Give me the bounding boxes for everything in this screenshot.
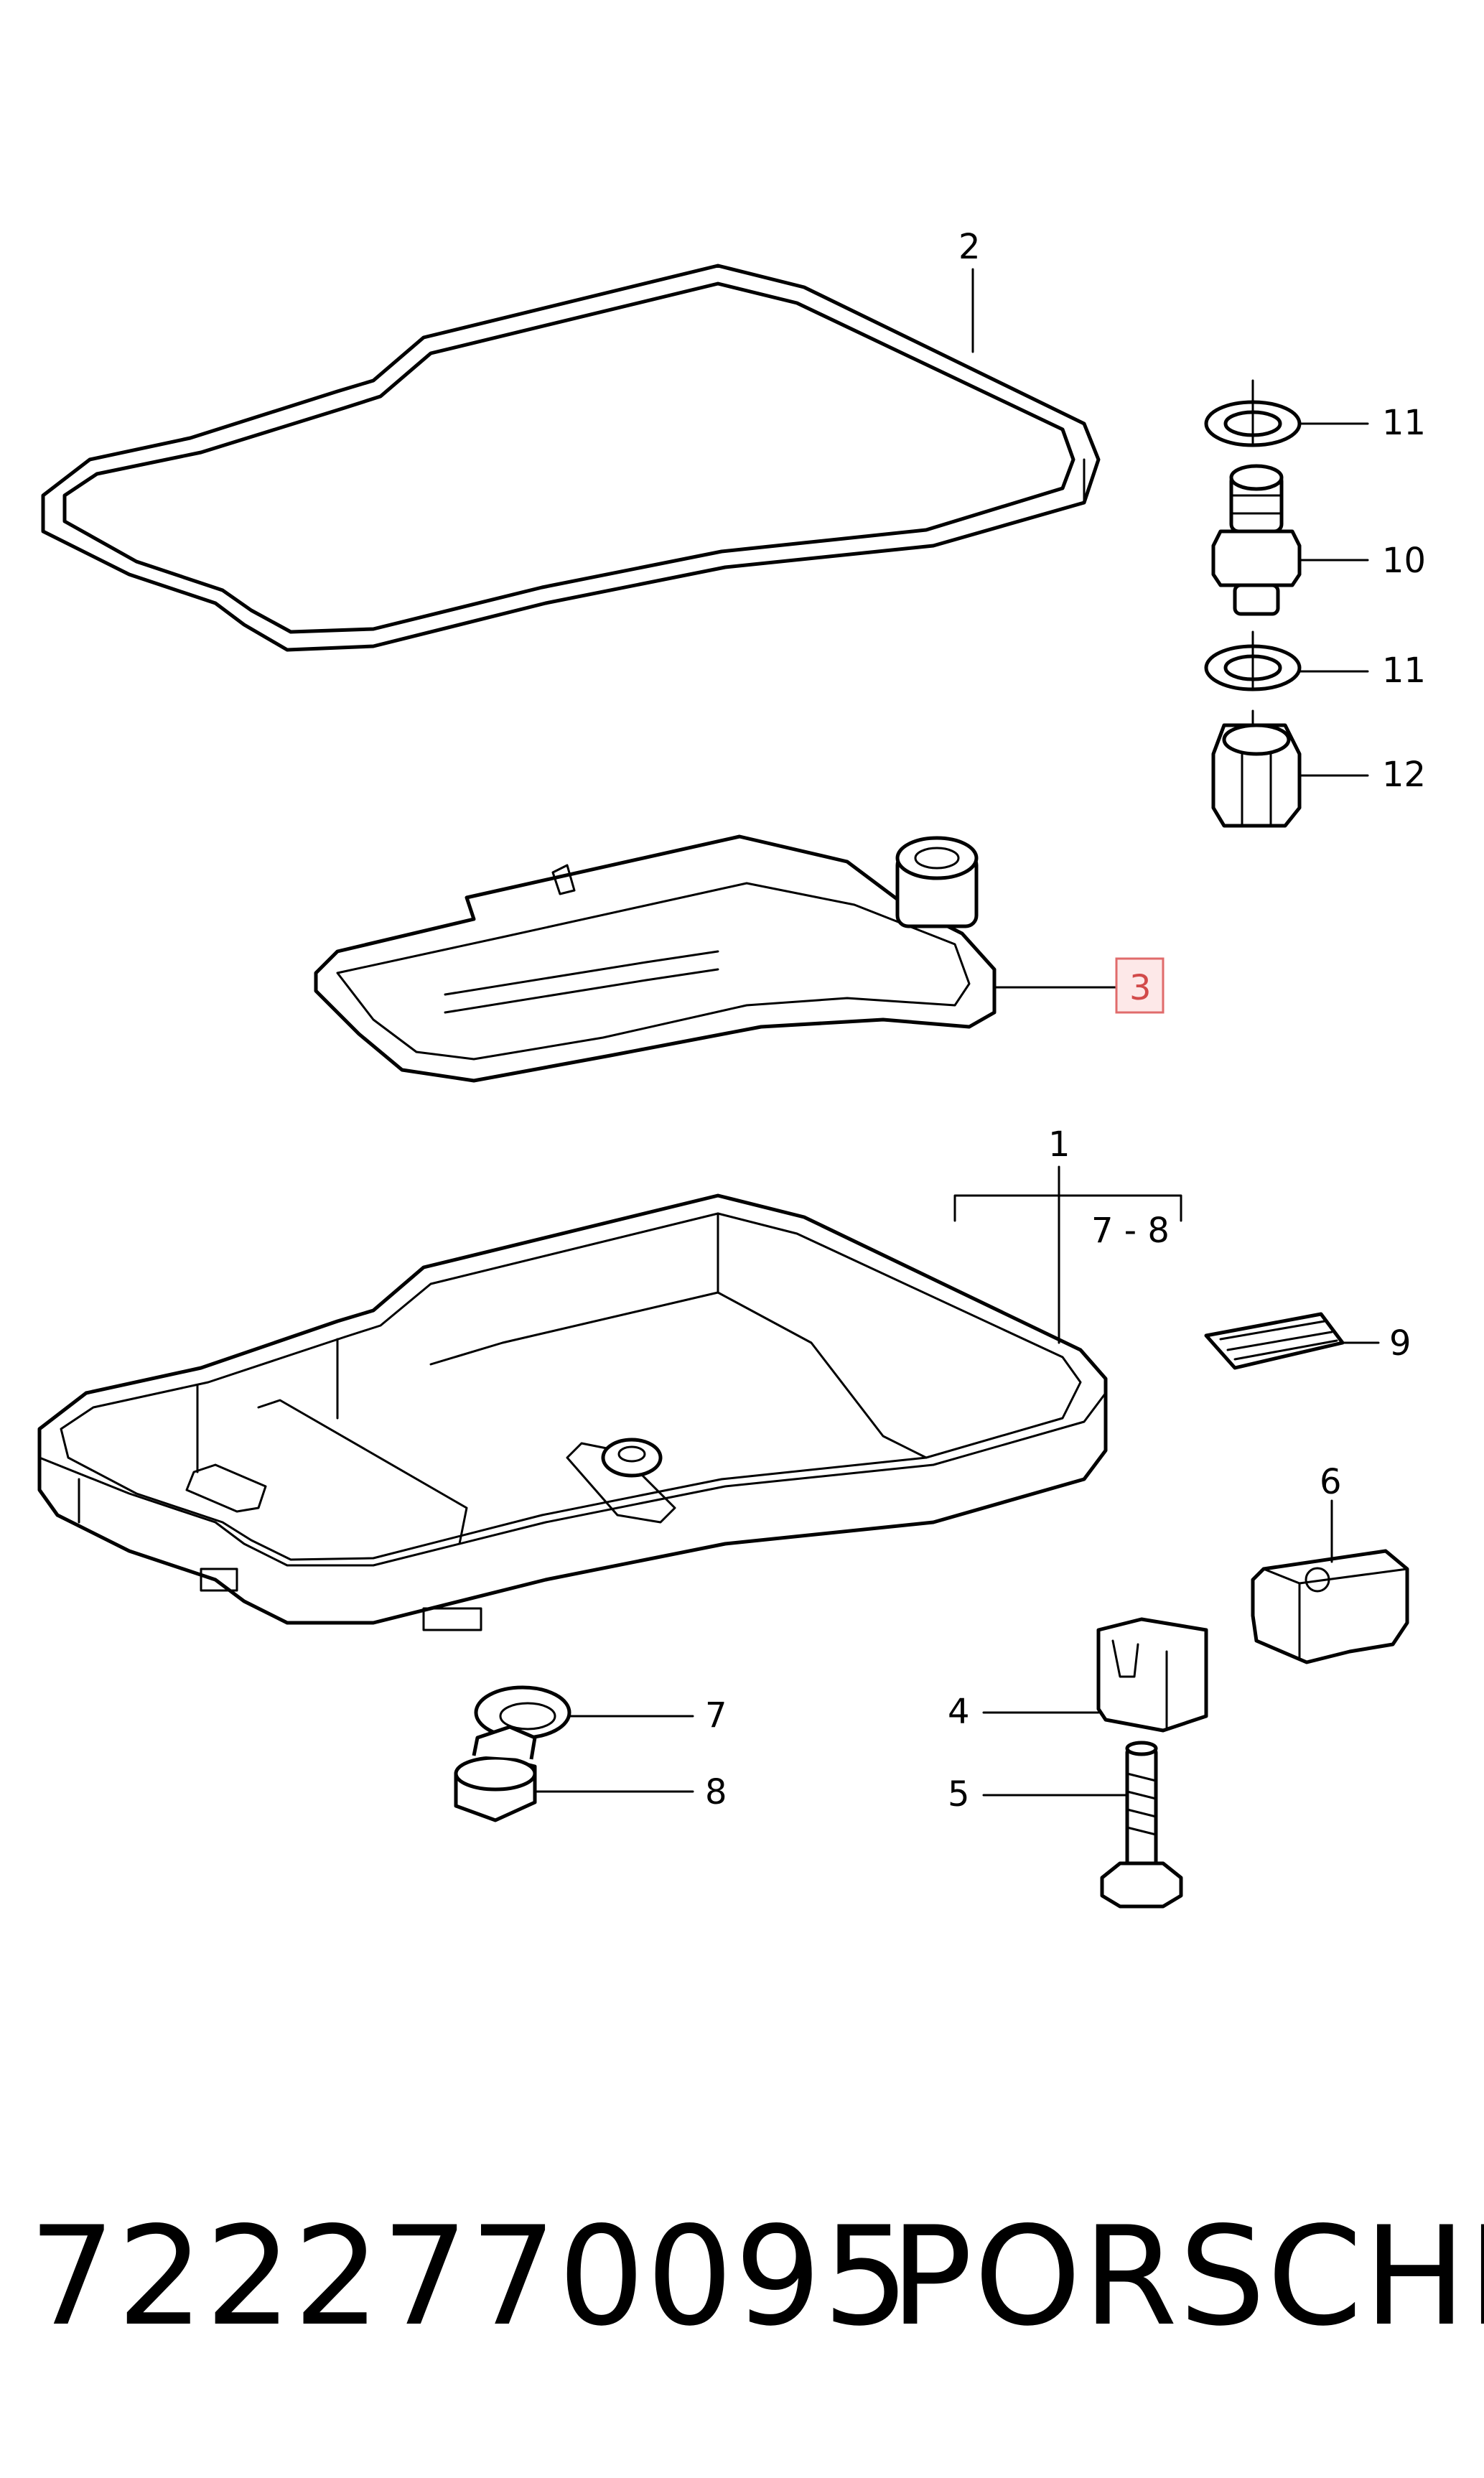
part-label-7: 7: [705, 1695, 727, 1736]
filter-part-3: [314, 834, 997, 1083]
footer: 7222770095 PORSCHE: [29, 2197, 1484, 2356]
part-label-3: 3: [1129, 968, 1152, 1008]
nut-part-12: [1211, 723, 1302, 828]
part-label-1: 1: [1048, 1124, 1070, 1165]
oil-pan-part-1: [37, 1193, 1108, 1631]
brand-name: PORSCHE: [890, 2197, 1484, 2356]
part-label-10: 10: [1382, 541, 1426, 581]
clip-part-6: [1251, 1549, 1409, 1664]
part-label-9: 9: [1389, 1323, 1411, 1364]
part-label-1-range: 7 - 8: [1091, 1211, 1170, 1251]
gasket-part-2: [41, 264, 1101, 652]
part-label-12: 12: [1382, 755, 1426, 795]
part-label-5: 5: [948, 1774, 970, 1815]
highlight-box-part-3: [1115, 957, 1165, 1014]
bolt-part-5: [1100, 1741, 1183, 1909]
fitting-part-10: [1211, 464, 1302, 616]
bracket-1: [953, 1194, 1182, 1222]
part-label-11-upper: 11: [1382, 403, 1426, 443]
screen-part-9: [1204, 1312, 1345, 1370]
part-label-6: 6: [1320, 1462, 1342, 1502]
part-label-2: 2: [958, 227, 981, 267]
part-label-8: 8: [705, 1772, 727, 1812]
clamp-part-4: [1096, 1617, 1208, 1733]
plug-part-8: [454, 1725, 537, 1822]
part-number: 7222770095: [29, 2197, 911, 2356]
washer-part-7: [474, 1685, 571, 1740]
part-label-11-lower: 11: [1382, 651, 1426, 691]
part-label-4: 4: [948, 1692, 970, 1732]
